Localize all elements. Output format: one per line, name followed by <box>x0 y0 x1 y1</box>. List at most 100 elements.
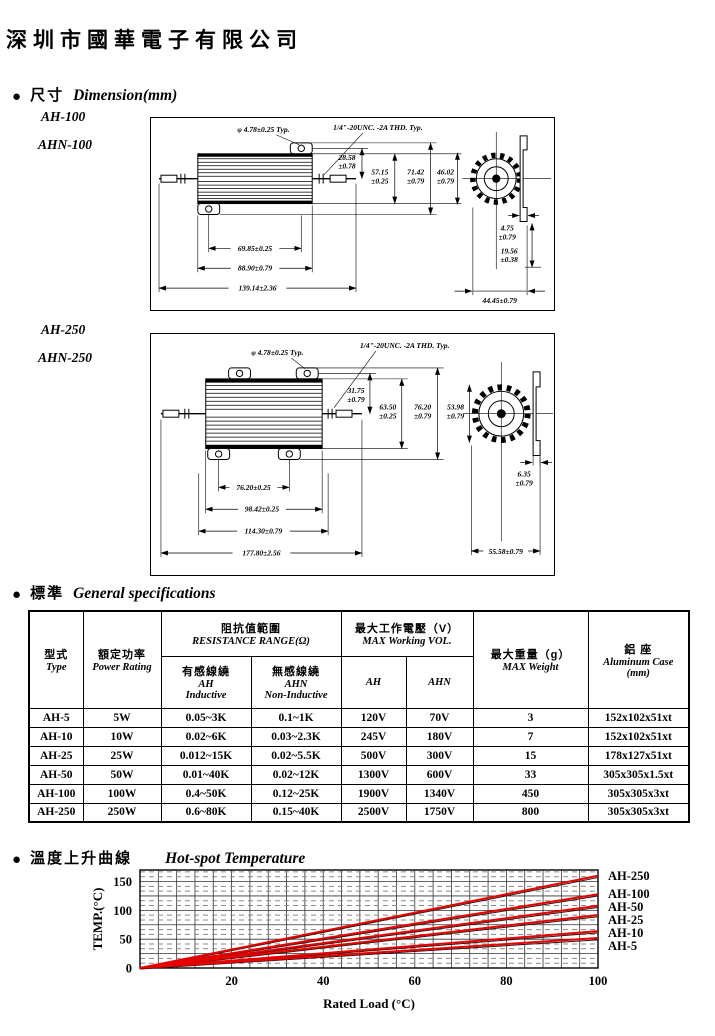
bullet-icon: ● <box>12 586 22 603</box>
header-resistance-zh: 阻抗值範圍 <box>221 623 281 636</box>
cell-weight: 15 <box>472 745 589 766</box>
header-type: 型式 Type <box>28 610 84 709</box>
header-voltage-zh: 最大工作電壓（V） <box>354 623 460 636</box>
dim-overalll: 139.14±2.36 <box>238 284 276 293</box>
header-noninductive-zh: 無感線繞 <box>272 666 320 678</box>
dim-coreh-value: 63.50 <box>379 403 396 412</box>
bullet-icon: ● <box>12 88 22 105</box>
dim-endw: 44.45±0.79 <box>482 296 518 305</box>
dim-offset-tol: ±0.78 <box>338 162 356 171</box>
model-label-ah100: AH-100 <box>41 109 86 124</box>
cell-ahn-voltage: 70V <box>405 707 474 728</box>
resistor-end-view: 4.75 ±0.79 19.56 ±0.38 44.45±0.79 <box>454 131 551 305</box>
dimension-lines: 31.75 ±0.79 63.50 ±0.25 76.20 ±0.79 76.2… <box>160 367 444 557</box>
header-inductive-en: AH <box>198 679 214 690</box>
dim-brackett-tol: ±0.79 <box>515 478 533 487</box>
table-row: AH-100 100W 0.4~50K 0.12~25K 1900V 1340V… <box>28 783 690 804</box>
dim-offset-value: 28.58 <box>338 153 356 162</box>
cell-ah-voltage: 2500V <box>340 802 407 823</box>
dim-overallh-tol: ±0.79 <box>414 412 432 421</box>
header-max-weight: 最大重量（g） MAX Weight <box>472 610 589 709</box>
header-weight-en: MAX Weight <box>502 662 559 674</box>
cell-ahn-voltage: 1340V <box>405 783 474 804</box>
section-temperature-zh: 溫度上升曲線 <box>30 850 133 867</box>
cell-noninductive-range: 0.02~12K <box>250 764 342 785</box>
dim-flats-value: 53.98 <box>447 403 464 412</box>
cell-power: 10W <box>82 726 162 747</box>
x-tick-label: 60 <box>409 974 422 988</box>
cell-noninductive-range: 0.03~2.3K <box>250 726 342 747</box>
header-power-zh: 額定功率 <box>98 649 146 662</box>
table-row: AH-5 5W 0.05~3K 0.1~1K 120V 70V 3 152x10… <box>28 707 690 728</box>
cell-weight: 3 <box>472 707 589 728</box>
hole-callout-text: φ 4.78±0.25 Typ. <box>237 125 289 134</box>
hole-callout: φ 4.78±0.25 Typ. <box>251 348 306 370</box>
header-voltage-en: MAX Working VOL. <box>362 636 452 648</box>
dim-overallh-value: 76.20 <box>414 403 431 412</box>
model-label-ahn250: AHN-250 <box>38 350 92 365</box>
dim-flats-tol: ±0.79 <box>447 412 465 421</box>
x-tick-label: 40 <box>317 974 330 988</box>
resistor-side-view <box>160 367 362 460</box>
cell-inductive-range: 0.6~80K <box>160 802 252 823</box>
series-label: AH-250 <box>608 869 650 883</box>
thread-callout-text: 1/4"-20UNC. -2A THD. Typ. <box>333 123 423 132</box>
cell-ahn-voltage: 180V <box>405 726 474 747</box>
header-resistance-range: 阻抗值範圍 RESISTANCE RANGE(Ω) <box>160 610 342 657</box>
dim-offset-value: 31.75 <box>346 386 364 395</box>
section-temperature-heading: ●溫度上升曲線 Hot-spot Temperature <box>12 847 305 868</box>
series-label: AH-10 <box>608 926 643 940</box>
hole-callout-text: φ 4.78±0.25 Typ. <box>251 348 303 357</box>
dim-overallh-tol: ±0.79 <box>407 177 425 186</box>
cell-ah-voltage: 1900V <box>340 783 407 804</box>
dim-coreh-tol: ±0.25 <box>371 177 389 186</box>
cell-type: AH-10 <box>28 726 84 747</box>
cell-case: 152x102x51xt <box>587 726 690 747</box>
resistor-end-view: 53.98 ±0.79 6.35 ±0.79 55.58±0.79 <box>447 361 554 556</box>
dim-coreh-tol: ±0.25 <box>379 412 397 421</box>
cell-inductive-range: 0.012~15K <box>160 745 252 766</box>
cell-weight: 33 <box>472 764 589 785</box>
header-inductive-en2: Inductive <box>185 690 227 701</box>
y-axis-label: TEMP.(°C) <box>90 888 105 951</box>
general-specifications-table: 型式 Type 額定功率 Power Rating 阻抗值範圍 RESISTAN… <box>28 610 691 823</box>
cell-noninductive-range: 0.12~25K <box>250 783 342 804</box>
hole-callout: φ 4.78±0.25 Typ. <box>237 125 300 146</box>
cell-weight: 450 <box>472 783 589 804</box>
dim-holespan: 69.85±0.25 <box>238 244 273 253</box>
header-voltage-ahn-label: AHN <box>428 676 451 688</box>
x-tick-label: 20 <box>225 974 238 988</box>
section-specs-heading: ●標準 General specifications <box>12 582 216 603</box>
cell-ah-voltage: 500V <box>340 745 407 766</box>
thread-callout: 1/4"-20UNC. -2A THD. Typ. <box>333 341 450 408</box>
dim-casel: 98.42±0.25 <box>245 505 280 514</box>
header-aluminum-case: 鋁 座 Aluminum Case (mm) <box>587 610 690 709</box>
dim-casel: 88.90±0.79 <box>238 264 273 273</box>
cell-inductive-range: 0.02~6K <box>160 726 252 747</box>
cell-type: AH-25 <box>28 745 84 766</box>
series-label: AH-100 <box>608 887 650 901</box>
cell-power: 25W <box>82 745 162 766</box>
header-non-inductive: 無感線繞 AHN Non-Inductive <box>250 655 342 709</box>
header-resistance-en: RESISTANCE RANGE(Ω) <box>192 636 310 648</box>
dim-flats-tol: ±0.79 <box>437 177 455 186</box>
cell-type: AH-5 <box>28 707 84 728</box>
cell-power: 50W <box>82 764 162 785</box>
cell-ah-voltage: 1300V <box>340 764 407 785</box>
header-inductive-zh: 有感線繞 <box>182 666 230 678</box>
header-voltage-ah: AH <box>340 655 407 709</box>
cell-noninductive-range: 0.02~5.5K <box>250 745 342 766</box>
dim-brackett-tol: ±0.79 <box>499 232 517 241</box>
header-voltage-ahn: AHN <box>405 655 474 709</box>
header-case-zh: 鋁 座 <box>624 643 653 656</box>
section-specs-en: General specifications <box>73 585 216 602</box>
series-label: AH-5 <box>608 939 637 953</box>
table-row: AH-25 25W 0.012~15K 0.02~5.5K 500V 300V … <box>28 745 690 766</box>
cell-case: 305x305x1.5xt <box>587 764 690 785</box>
company-title: 深圳市國華電子有限公司 <box>6 29 303 52</box>
cell-ah-voltage: 245V <box>340 726 407 747</box>
dim-offset-tol: ±0.79 <box>347 395 365 404</box>
cell-ah-voltage: 120V <box>340 707 407 728</box>
header-case-en: Aluminum Case (mm) <box>603 656 674 679</box>
